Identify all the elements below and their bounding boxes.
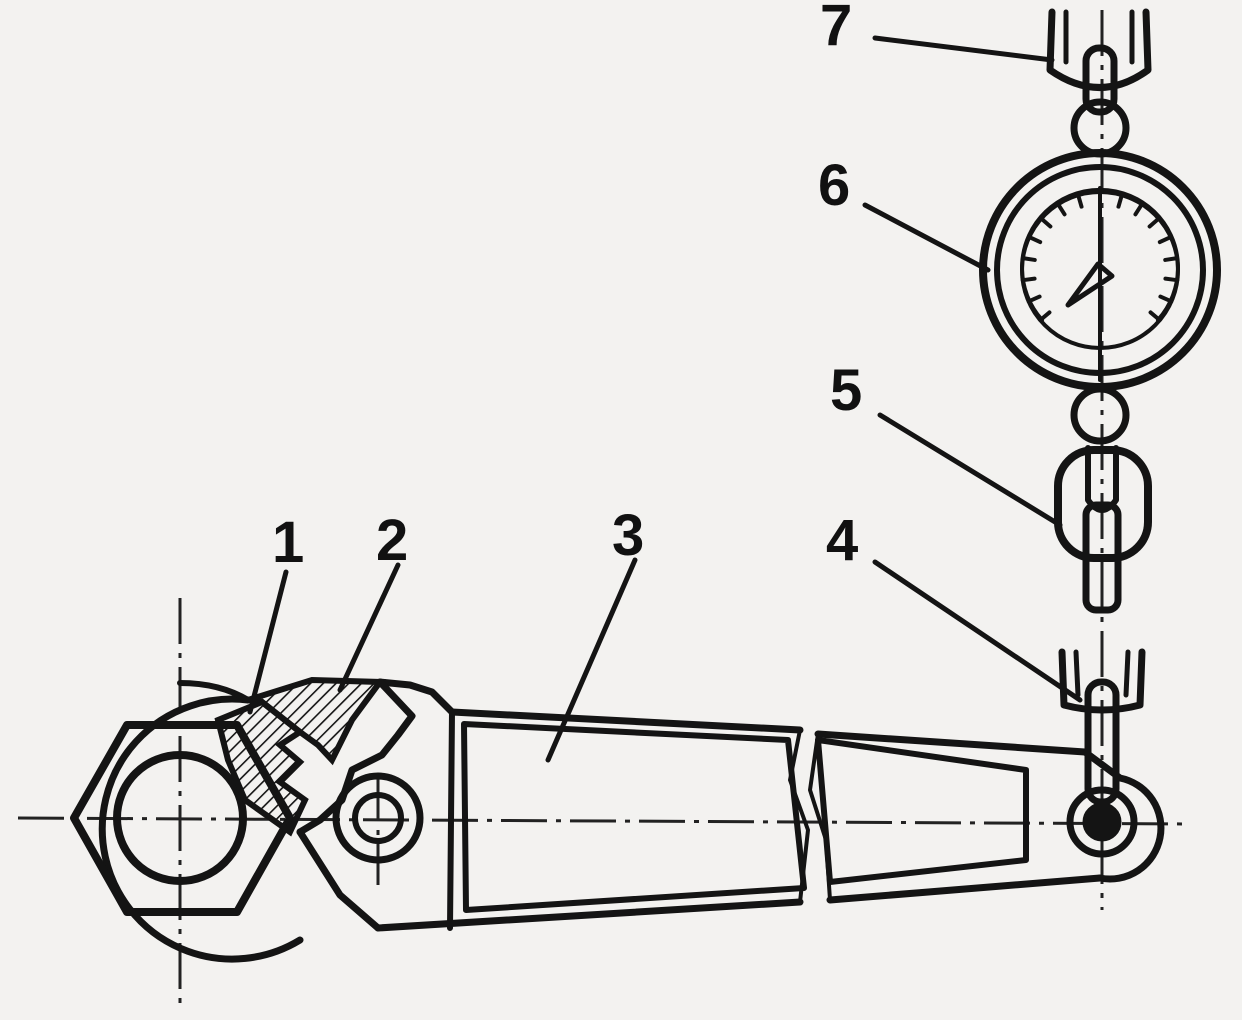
gauge-tick	[1026, 294, 1042, 304]
ratchet-segment	[247, 676, 386, 766]
dynamometer-gauge	[979, 149, 1221, 391]
lower-eye-ring	[1070, 385, 1130, 445]
gauge-tick	[1076, 193, 1084, 209]
callout-4: 4	[826, 508, 858, 573]
callout-2: 2	[376, 508, 408, 573]
gauge-tick	[1163, 256, 1180, 262]
gauge-tick	[1163, 276, 1180, 283]
callout-1: 1	[272, 510, 304, 575]
callout-6: 6	[818, 153, 850, 218]
handle-pin	[1066, 786, 1138, 858]
centerlines	[17, 10, 1191, 1004]
lower-shackle	[1058, 648, 1146, 806]
gauge-tick	[1020, 256, 1037, 262]
hook-link	[1054, 445, 1152, 614]
callout-5: 5	[830, 358, 862, 423]
leader-3	[545, 557, 638, 763]
leader-6	[862, 202, 991, 273]
gauge-tick	[1039, 216, 1053, 229]
gauge-tick	[1116, 193, 1124, 209]
leader-1	[247, 569, 289, 715]
gauge-tick	[1027, 235, 1043, 245]
callout-3: 3	[612, 503, 644, 568]
ratchet-housing	[296, 678, 456, 932]
leader-lines	[247, 35, 1083, 763]
callouts: 1 2 3 4 5 6 7	[272, 0, 862, 575]
wrench-handle	[374, 708, 1165, 932]
callout-7: 7	[820, 0, 852, 58]
leader-4	[872, 559, 1083, 703]
leader-2	[337, 562, 401, 693]
gauge-tick	[1147, 216, 1161, 229]
wrench-head	[98, 680, 304, 963]
gauge-tick	[1157, 235, 1173, 245]
leader-5	[877, 412, 1063, 528]
gauge-needle	[1065, 261, 1115, 308]
gauge-tick	[1133, 202, 1144, 217]
gauge-tick	[1020, 276, 1037, 283]
leader-7	[872, 35, 1055, 63]
gauge-tick	[1158, 294, 1174, 304]
gauge-tick	[1056, 202, 1067, 217]
upper-eye-ring	[1070, 98, 1130, 158]
top-clevis	[1046, 8, 1152, 116]
gauge-tick	[1148, 310, 1162, 323]
gauge-tick	[1038, 310, 1052, 323]
